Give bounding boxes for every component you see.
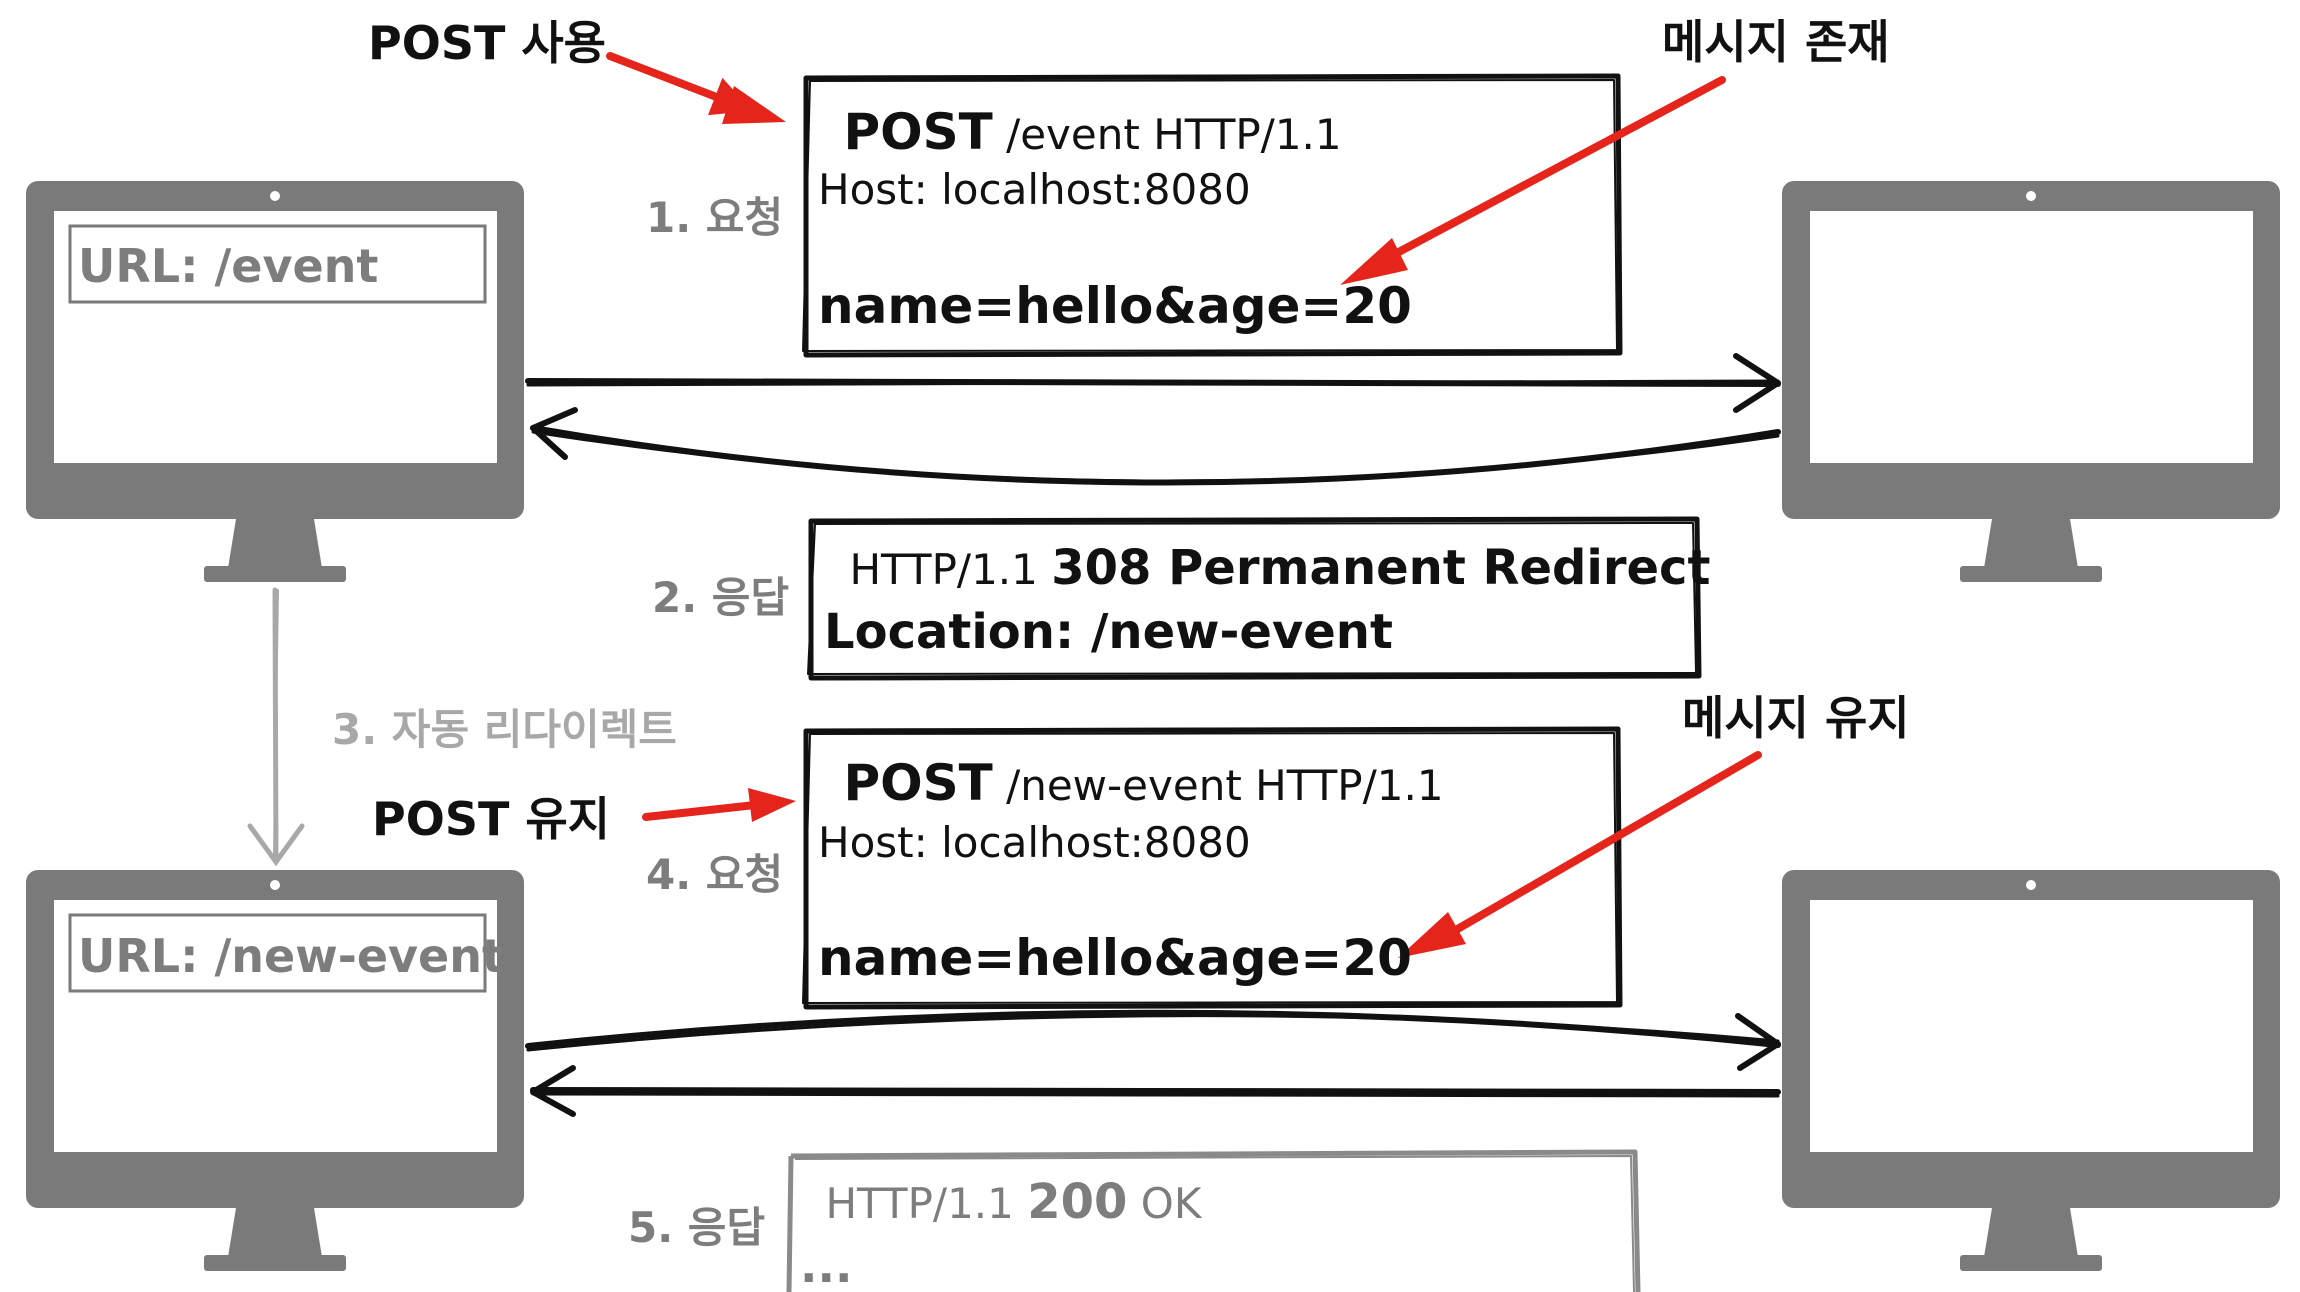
annotation-post-use: POST 사용 [368, 16, 606, 70]
red-arrow-post-keep [642, 801, 759, 821]
auto-redirect-arrow [247, 587, 305, 867]
annotation-post-keep: POST 유지 [372, 792, 610, 846]
request2-line: POST /new-event HTTP/1.1 [818, 754, 1459, 812]
request1-line: POST /event HTTP/1.1 [818, 103, 1357, 161]
red-arrow-post-use [606, 52, 753, 116]
request1-method: POST [843, 103, 992, 161]
step1-label: 1. 요청 [646, 193, 783, 242]
annotation-message-keep: 메시지 유지 [1682, 691, 1910, 745]
server-monitor-top [1782, 181, 2280, 582]
url-text-top: URL: /event [78, 239, 378, 293]
red-arrow-message-exists [1376, 76, 1726, 266]
red-arrow-message-keep [1438, 751, 1762, 942]
response2-reason: OK [1127, 1179, 1202, 1228]
request-arrow-bottom [525, 1009, 1781, 1071]
response-arrow-top [530, 407, 1781, 486]
response2-box [786, 1149, 1641, 1292]
response1-location: Location: /new-event [824, 604, 1393, 660]
request2-body: name=hello&age=20 [818, 929, 1412, 987]
request2-host: Host: localhost:8080 [818, 818, 1251, 867]
client-monitor-bottom: URL: /new-event [26, 870, 524, 1271]
annotation-message-exists: 메시지 존재 [1662, 15, 1890, 69]
request1-line-rest: /event HTTP/1.1 [993, 110, 1342, 159]
request2-box [802, 726, 1623, 1010]
url-bar-top[interactable] [68, 224, 487, 304]
url-bar-bottom[interactable] [68, 913, 487, 993]
step4-label: 4. 요청 [646, 850, 783, 899]
request1-body: name=hello&age=20 [818, 277, 1412, 335]
server-monitor-bottom [1782, 870, 2280, 1271]
request2-line-rest: /new-event HTTP/1.1 [993, 761, 1444, 810]
step2-label: 2. 응답 [652, 573, 789, 622]
response2-ellipsis: ... [800, 1239, 852, 1292]
request-arrow-top [525, 353, 1781, 413]
request1-host: Host: localhost:8080 [818, 165, 1251, 214]
red-arrow-message-keep-head [1398, 912, 1466, 958]
step5-label: 5. 응답 [628, 1203, 765, 1252]
red-arrow-message-exists-head [1340, 238, 1408, 285]
response2-version: HTTP/1.1 [825, 1179, 1027, 1228]
client-monitor-top: URL: /event [26, 181, 524, 582]
response1-status-line: HTTP/1.1 308 Permanent Redirect [824, 540, 1726, 596]
response1-version: HTTP/1.1 [849, 545, 1051, 594]
step3-label: 3. 자동 리다이렉트 [332, 705, 677, 754]
request2-method: POST [843, 754, 992, 812]
red-arrow-post-use-head [722, 86, 786, 124]
response-arrow-bottom [530, 1065, 1781, 1117]
request1-box [802, 73, 1623, 358]
response2-status-line: HTTP/1.1 200 OK [800, 1174, 1217, 1230]
response2-code: 200 [1027, 1174, 1127, 1230]
response1-status: 308 Permanent Redirect [1051, 540, 1710, 596]
url-text-bottom: URL: /new-event [78, 929, 504, 983]
response1-box [807, 516, 1702, 681]
red-arrow-post-keep-head [748, 788, 796, 822]
